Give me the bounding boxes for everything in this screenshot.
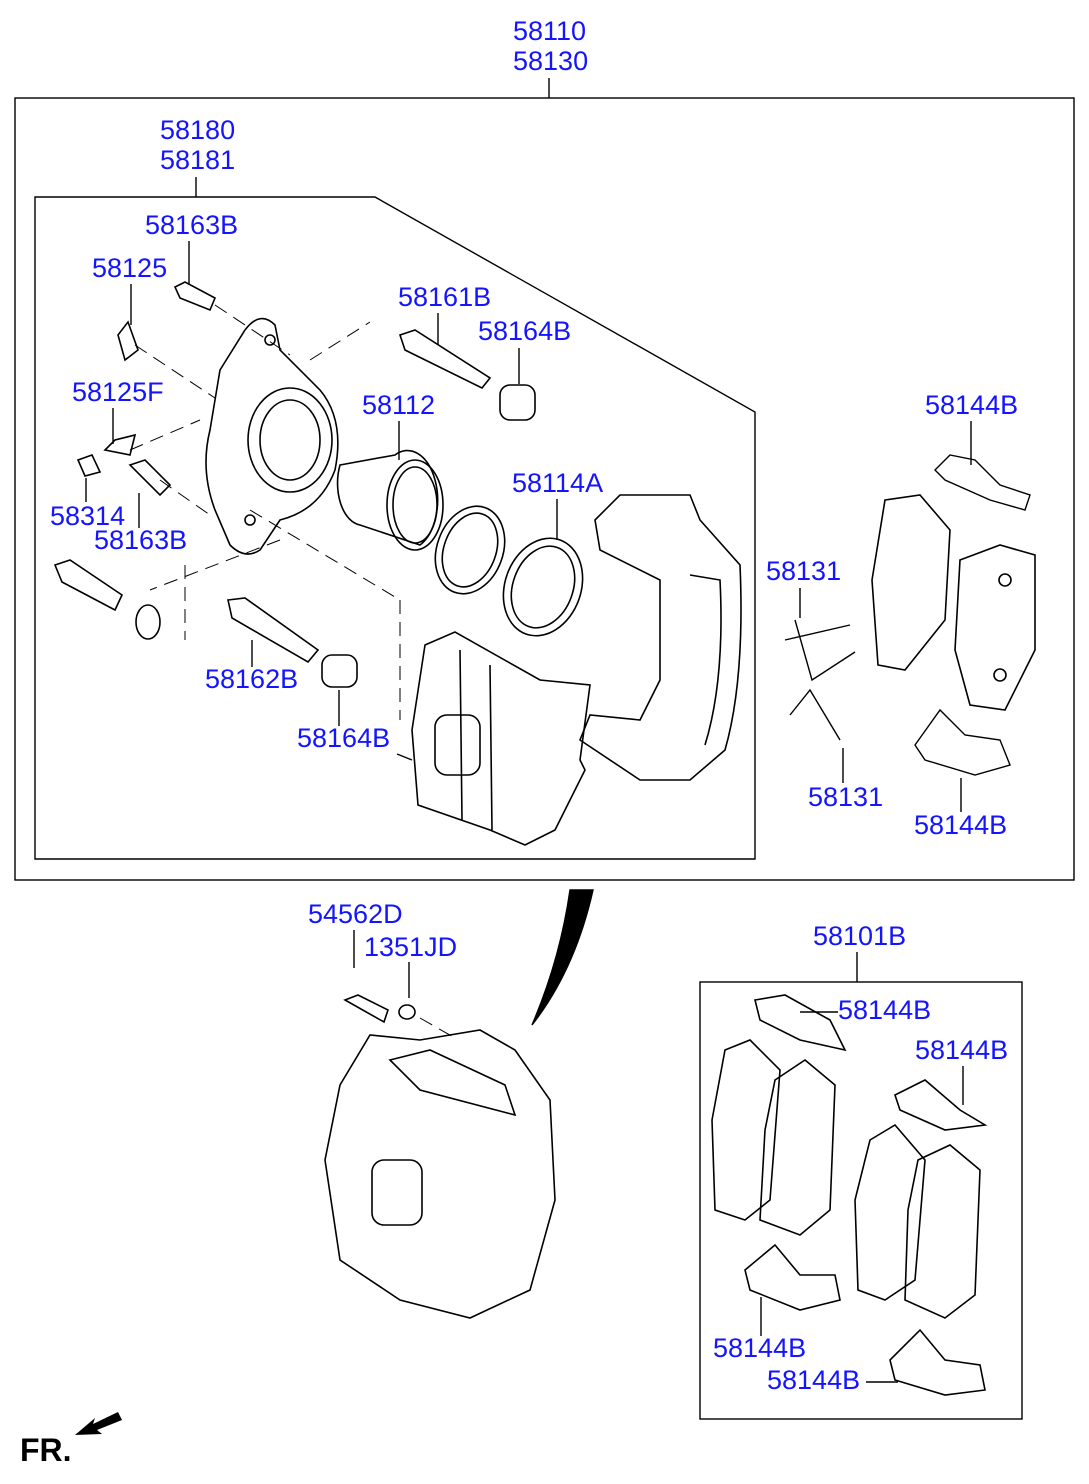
label-58181[interactable]: 58181 xyxy=(160,145,236,175)
label-58163b-lower[interactable]: 58163B xyxy=(94,525,188,555)
springs-and-shims-upper xyxy=(784,454,1031,776)
label-58144b-lower[interactable]: 58144B xyxy=(914,810,1008,840)
caliper-assembly-frame xyxy=(14,97,1075,881)
assembled-caliper xyxy=(324,994,556,1319)
label-58144b-kit-4[interactable]: 58144B xyxy=(767,1365,861,1395)
label-58144b-upper[interactable]: 58144B xyxy=(925,390,1019,420)
label-58131-lower[interactable]: 58131 xyxy=(808,782,884,812)
leader-lines xyxy=(85,78,972,1383)
assembly-dash-lines xyxy=(129,304,456,1039)
label-58125f[interactable]: 58125F xyxy=(72,377,164,407)
black-pointer-arrow xyxy=(531,889,594,1026)
label-58125[interactable]: 58125 xyxy=(92,253,168,283)
arrow-icon xyxy=(75,1412,122,1435)
label-58112[interactable]: 58112 xyxy=(362,390,436,420)
label-58162b[interactable]: 58162B xyxy=(205,664,299,694)
label-58164b-top[interactable]: 58164B xyxy=(478,316,572,346)
label-1351jd[interactable]: 1351JD xyxy=(364,932,458,962)
piston xyxy=(336,449,444,551)
label-58163b-top[interactable]: 58163B xyxy=(145,210,239,240)
label-54562d[interactable]: 54562D xyxy=(308,899,403,929)
bolts-and-pins xyxy=(53,281,536,688)
label-58144b-kit-3[interactable]: 58144B xyxy=(713,1333,807,1363)
label-58101b[interactable]: 58101B xyxy=(813,921,907,951)
pad-kit-parts xyxy=(711,994,988,1396)
seal-rings xyxy=(434,505,584,637)
caliper-bracket xyxy=(579,494,742,781)
label-58114a[interactable]: 58114A xyxy=(512,468,604,498)
label-58144b-kit-2[interactable]: 58144B xyxy=(915,1035,1009,1065)
label-58180[interactable]: 58180 xyxy=(160,115,236,145)
caliper-housing xyxy=(205,317,339,555)
housing-frame xyxy=(34,196,756,860)
label-58164b-lower[interactable]: 58164B xyxy=(297,723,391,753)
front-direction-label: FR. xyxy=(20,1432,72,1468)
label-58161b[interactable]: 58161B xyxy=(398,282,492,312)
label-58110[interactable]: 58110 xyxy=(513,16,587,46)
pad-kit-frame xyxy=(699,981,1023,1420)
label-58144b-kit-1[interactable]: 58144B xyxy=(838,995,932,1025)
label-58314[interactable]: 58314 xyxy=(50,501,126,531)
label-58130[interactable]: 58130 xyxy=(513,46,589,76)
label-58131-top[interactable]: 58131 xyxy=(766,556,842,586)
brake-pads-upper xyxy=(871,494,1036,711)
caliper-body xyxy=(411,631,591,846)
